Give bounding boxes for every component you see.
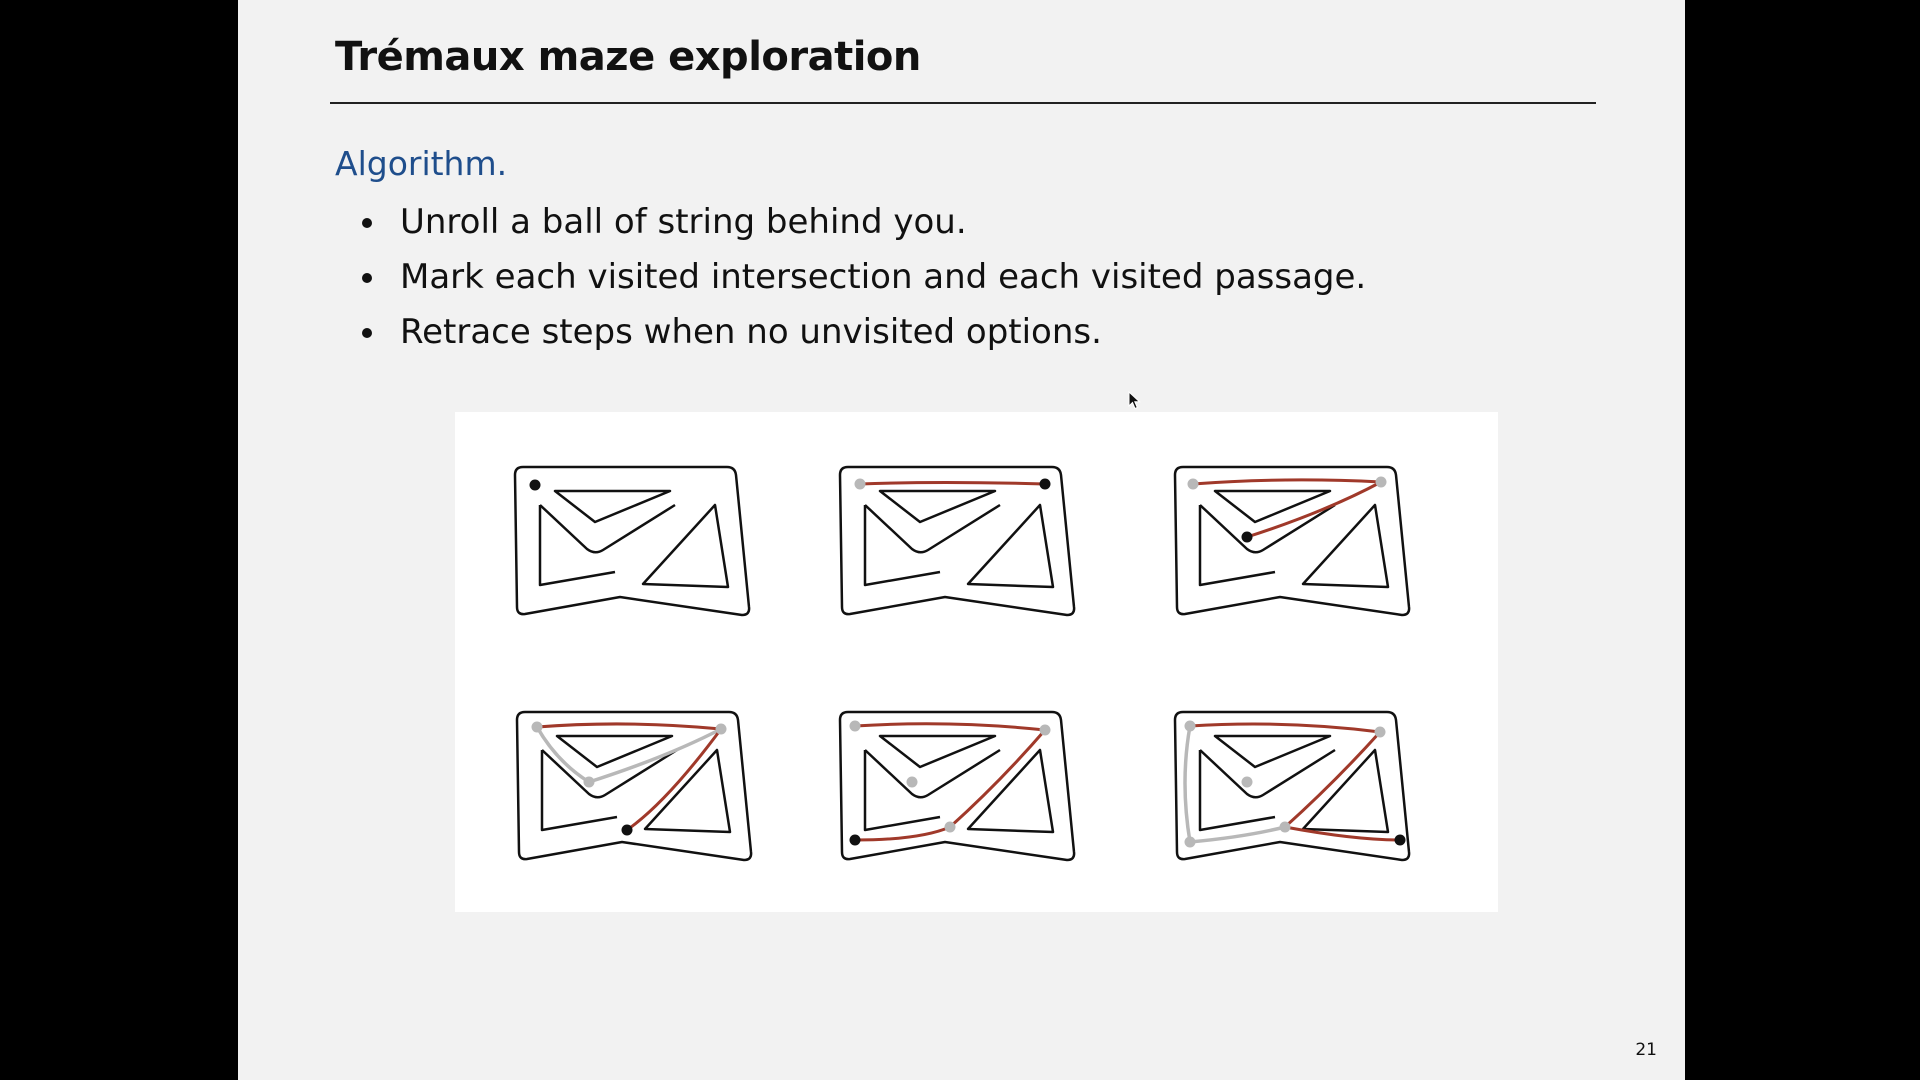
visited-intersection-marker [1184,720,1196,732]
bullet-dot-icon [362,218,372,228]
string-path [535,722,723,731]
maze-inner-chevron [864,503,1001,554]
visited-intersection-marker [1375,476,1387,488]
maze-inner-left-wall [540,750,618,832]
algorithm-heading: Algorithm. [335,144,508,183]
string-path [853,722,1047,732]
maze-inner-triangle [1213,734,1332,769]
current-position-marker [1241,531,1253,543]
current-position-marker [1394,834,1406,846]
visited-intersection-marker [906,776,918,788]
page-number: 21 [1635,1040,1657,1060]
string-path [1191,478,1383,486]
maze-inner-chevron [539,503,676,554]
visited-intersection-marker [1279,821,1291,833]
maze-inner-chevron [541,748,678,799]
maze-inner-right-triangle [1301,503,1390,589]
bullet-text: Mark each visited intersection and each … [400,257,1367,297]
maze-outer-wall [1173,710,1411,862]
maze-inner-chevron [864,748,1001,799]
maze-inner-left-wall [538,505,616,587]
slide: Trémaux maze exploration Algorithm. Unro… [238,0,1685,1080]
maze-inner-left-wall [863,505,941,587]
bullet-dot-icon [362,328,372,338]
slide-title: Trémaux maze exploration [335,34,921,80]
visited-intersection-marker [1187,478,1199,490]
string-path [1283,730,1382,829]
title-divider [330,102,1596,104]
maze-inner-right-triangle [641,503,730,589]
maze-inner-right-triangle [1301,748,1390,834]
bullet-dot-icon [362,273,372,283]
maze-inner-left-wall [1198,505,1276,587]
maze-inner-chevron [1199,503,1336,554]
bullet-item: Retrace steps when no unvisited options. [362,306,1366,361]
maze-inner-right-triangle [643,748,732,834]
maze-panel [513,465,751,617]
current-position-marker [849,834,861,846]
visited-intersection-marker [531,721,543,733]
visited-intersection-marker [1241,776,1253,788]
visited-intersection-marker [1184,836,1196,848]
maze-inner-right-triangle [966,748,1055,834]
maze-inner-triangle [555,734,674,769]
mouse-pointer-icon [1128,391,1141,410]
string-path [625,727,723,832]
maze-inner-triangle [878,489,997,524]
visited-intersection-marker [944,821,956,833]
maze-outer-wall [838,465,1076,617]
string-path [948,728,1047,829]
maze-outer-wall [515,710,753,862]
bullet-text: Retrace steps when no unvisited options. [400,312,1102,352]
visited-intersection-marker [854,478,866,490]
string-path [1283,825,1402,842]
maze-exploration-figure [455,412,1498,912]
maze-panel [515,710,753,862]
bullet-item: Mark each visited intersection and each … [362,251,1366,306]
maze-inner-left-wall [1198,750,1276,832]
string-path [858,481,1047,486]
maze-panel [1173,465,1411,617]
bullet-text: Unroll a ball of string behind you. [400,202,967,242]
string-path [853,825,952,842]
visited-intersection-marker [715,723,727,735]
retraced-string-path [587,727,723,784]
maze-inner-triangle [553,489,672,524]
current-position-marker [621,824,633,836]
maze-inner-right-triangle [966,503,1055,589]
visited-intersection-marker [583,776,595,788]
maze-inner-left-wall [863,750,941,832]
maze-inner-triangle [1213,489,1332,524]
retraced-string-path [1183,724,1192,844]
string-path [1245,480,1383,539]
maze-inner-triangle [878,734,997,769]
maze-outer-wall [1173,465,1411,617]
maze-outer-wall [513,465,751,617]
current-position-marker [529,479,541,491]
retraced-string-path [535,725,591,784]
maze-panel [838,465,1076,617]
maze-outer-wall [838,710,1076,862]
visited-intersection-marker [1374,726,1386,738]
maze-panel [1173,710,1411,862]
maze-inner-chevron [1199,748,1336,799]
maze-panel [838,710,1076,862]
maze-panels-svg [513,465,1411,862]
retraced-string-path [1188,825,1287,844]
visited-intersection-marker [849,720,861,732]
bullet-item: Unroll a ball of string behind you. [362,196,1366,251]
bullet-list: Unroll a ball of string behind you. Mark… [362,196,1366,361]
visited-intersection-marker [1039,724,1051,736]
string-path [1188,722,1382,734]
current-position-marker [1039,478,1051,490]
